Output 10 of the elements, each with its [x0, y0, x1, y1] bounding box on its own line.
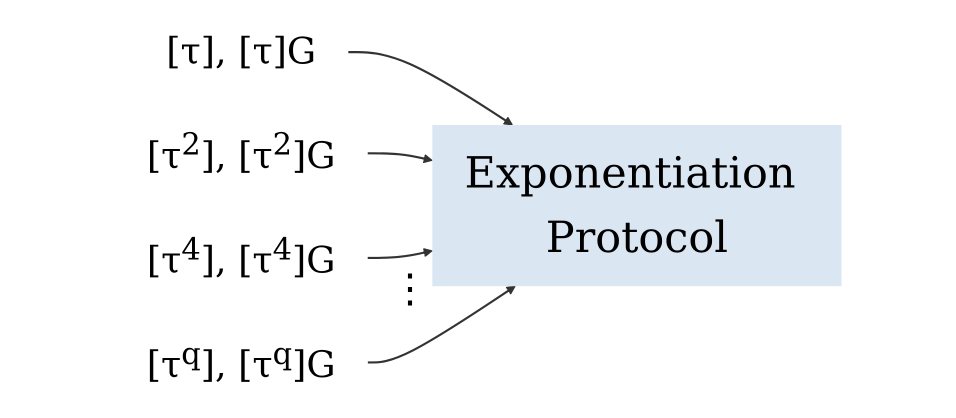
node-text: [τ$^{q}$], [τ$^{q}$]G [146, 336, 336, 387]
arrow [368, 286, 516, 364]
vertical-ellipsis: ⋮ [390, 265, 430, 312]
node-text: [τ$^{4}$], [τ$^{4}$]G [146, 231, 336, 282]
arrow [348, 51, 513, 126]
node-text: [τ$^{2}$], [τ$^{2}$]G [146, 126, 336, 178]
node-text: [τ], [τ]G [166, 30, 316, 74]
arrow [368, 152, 433, 164]
node-box: Exponentiation Protocol [432, 125, 842, 286]
arrow [368, 248, 433, 259]
